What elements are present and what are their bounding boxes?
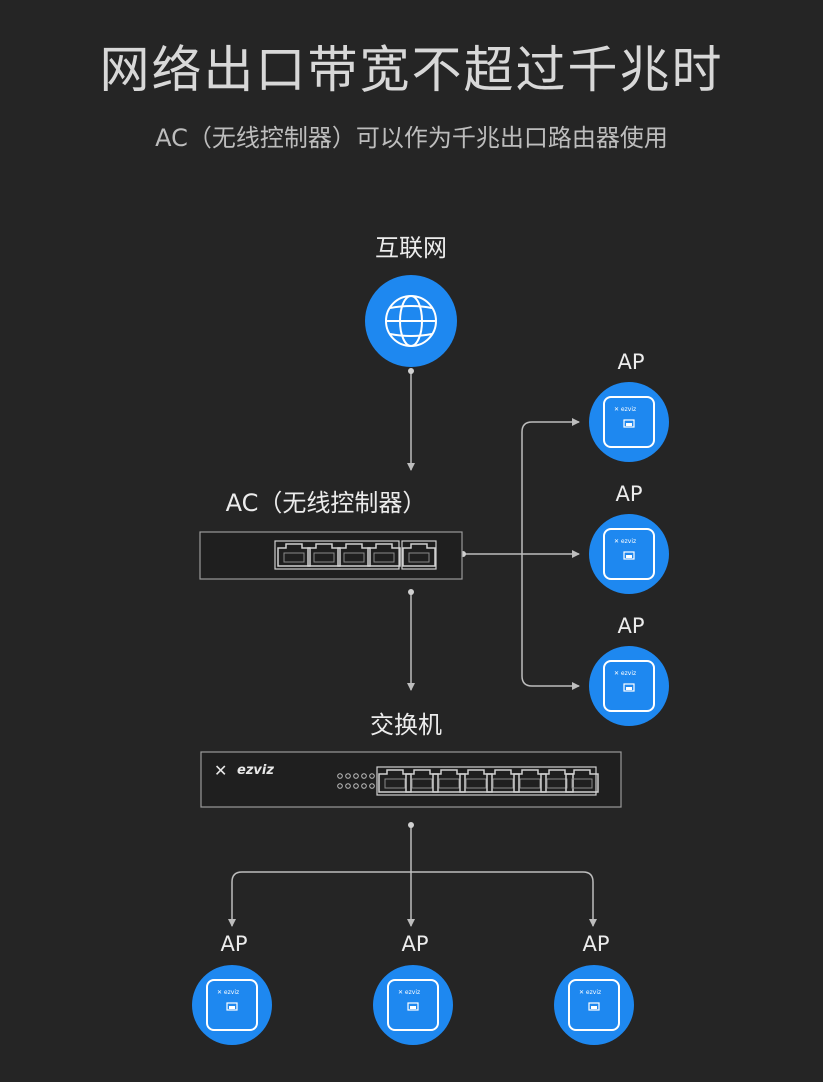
ap-label-bottom-1: AP [220, 932, 248, 956]
link-ac-ap-right-3 [521, 554, 580, 690]
ap-label-bottom-2: AP [401, 932, 429, 956]
link-switch-ap-bottom-3 [411, 871, 597, 927]
access-point-icon [588, 645, 670, 727]
ap-label-bottom-3: AP [582, 932, 610, 956]
page-subtitle: AC（无线控制器）可以作为千兆出口路由器使用 [155, 124, 668, 152]
access-point-icon [588, 381, 670, 463]
access-point-icon [372, 964, 454, 1046]
switch-label: 交换机 [370, 711, 442, 739]
internet-label: 互联网 [375, 234, 447, 262]
svg-text:✕: ✕ [214, 761, 227, 780]
connector-lines [228, 371, 597, 927]
access-point-icon [191, 964, 273, 1046]
switch-brand: ezviz [237, 763, 274, 778]
ap-label-right-1: AP [617, 350, 645, 374]
ezviz-logo-icon: ✕ [214, 761, 227, 780]
access-point-icon [553, 964, 635, 1046]
ac-label: AC（无线控制器） [225, 489, 427, 517]
link-switch-ap-bottom-1 [228, 871, 411, 927]
access-point-icon [588, 513, 670, 595]
status-leds [337, 773, 375, 789]
switch-device: ✕ ezviz [200, 751, 622, 808]
internet-node [365, 275, 457, 367]
globe-icon [385, 295, 437, 347]
link-ac-ap-right-1 [521, 418, 580, 554]
ap-label-right-3: AP [617, 614, 645, 638]
ac-device [199, 531, 463, 580]
ap-label-right-2: AP [615, 482, 643, 506]
page-title: 网络出口带宽不超过千兆时 [99, 41, 724, 99]
